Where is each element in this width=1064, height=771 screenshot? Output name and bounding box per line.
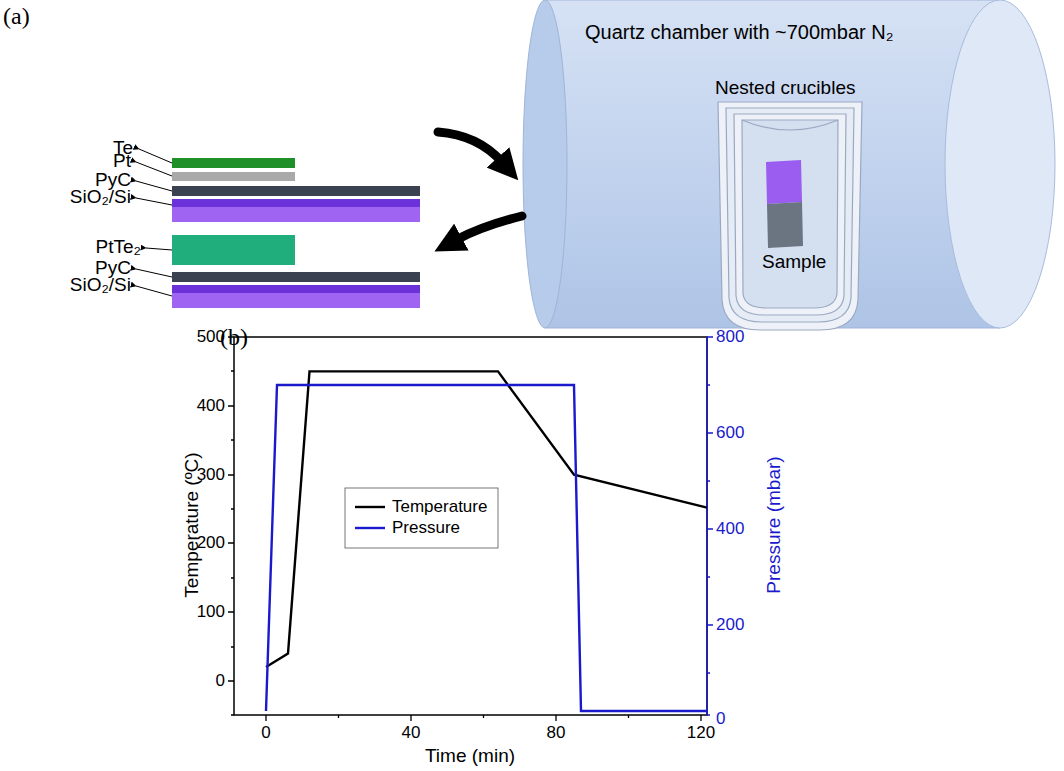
tick-label: 600 (716, 424, 744, 443)
minor-ticks (339, 715, 629, 718)
leader-line (136, 286, 172, 296)
axis-title: Time (min) (425, 746, 515, 767)
chamber-far-end (945, 0, 1055, 328)
pyc-layer (172, 272, 420, 282)
sio2-layer (172, 285, 420, 293)
leader-line (139, 149, 172, 163)
legend-text: Temperature (392, 498, 487, 517)
si-layer (172, 207, 420, 222)
sample-top (766, 160, 802, 204)
layer-label: Pt (113, 151, 131, 172)
tick-label: 800 (716, 328, 744, 347)
layer-stack-before (172, 158, 420, 222)
crucible (726, 108, 854, 322)
nested-crucibles (718, 102, 862, 330)
leader-lines (136, 149, 172, 296)
pyc-layer (172, 186, 420, 196)
layer-label: SiO₂/Si (70, 275, 131, 296)
tick-label: 0 (216, 672, 225, 691)
process-arrows (438, 132, 522, 240)
chart (228, 337, 713, 721)
tick-label: 400 (716, 520, 744, 539)
sample (766, 160, 803, 248)
tick-label: 0 (261, 724, 270, 743)
pt-layer (172, 172, 295, 181)
plot-frame (234, 337, 707, 715)
tick-label: 120 (687, 724, 715, 743)
quartz-chamber (523, 0, 1055, 328)
layer-label: SiO₂/Si (70, 187, 131, 208)
minor-ticks (231, 371, 234, 715)
tick-label: 80 (547, 724, 566, 743)
layer-stack-after (172, 235, 420, 308)
tick-label: 200 (716, 616, 744, 635)
sample-bottom (767, 202, 803, 248)
left-ticks (228, 337, 234, 715)
crucible (718, 102, 862, 330)
panel-label: (a) (3, 3, 30, 29)
leader-line (136, 198, 172, 205)
legend-text: Pressure (392, 519, 460, 538)
crucible-rim (742, 120, 838, 130)
major-ticks (707, 337, 713, 715)
chamber-edge (545, 0, 1000, 328)
crucible (742, 120, 838, 308)
tick-label: 100 (197, 603, 225, 622)
minor-ticks (707, 385, 710, 673)
leader-line (146, 248, 172, 250)
temperature-curve (266, 371, 707, 667)
tick-label: 40 (402, 724, 421, 743)
crucible-label: Nested crucibles (715, 78, 855, 99)
si-layer (172, 293, 420, 308)
curved-arrow (438, 132, 502, 162)
legend-line (355, 506, 385, 508)
te-layer (172, 158, 295, 168)
curved-arrow (456, 216, 522, 240)
ptte2-layer (172, 235, 295, 265)
right-axis (706, 337, 708, 715)
chamber-body (545, 0, 1000, 328)
tick-label: 500 (197, 328, 225, 347)
leader-line (136, 269, 172, 277)
axis-title: Temperature (ºC) (182, 452, 203, 597)
leader-line (136, 162, 172, 176)
bottom-ticks (266, 715, 701, 721)
pressure-curve (266, 385, 707, 711)
leader-line (136, 181, 172, 191)
sample-label: Sample (762, 252, 826, 273)
chamber-label: Quartz chamber with ~700mbar N₂ (585, 21, 893, 43)
legend-line (355, 527, 385, 529)
crucible (734, 114, 846, 315)
chamber-open-end (523, 0, 567, 328)
legend-frame (345, 488, 498, 548)
axis-title: Pressure (mbar) (764, 456, 785, 593)
sio2-layer (172, 199, 420, 207)
layer-label: PtTe₂ (96, 237, 141, 258)
tick-label: 0 (716, 710, 725, 729)
major-ticks (266, 715, 701, 721)
right-ticks (707, 337, 713, 715)
tick-label: 400 (197, 397, 225, 416)
